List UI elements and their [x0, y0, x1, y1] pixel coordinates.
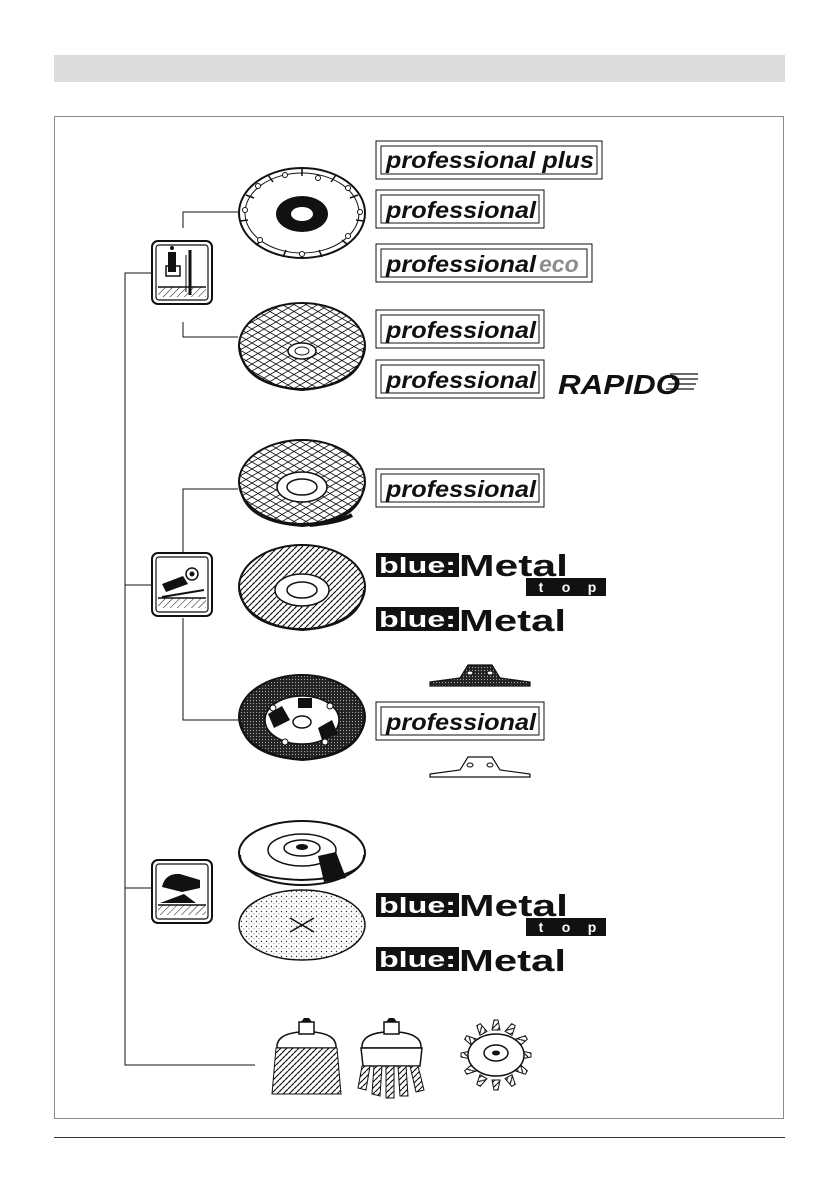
diamond-cutting-disc [238, 167, 366, 259]
backing-pad [238, 820, 366, 886]
connector-lines [124, 211, 255, 1066]
label-bluemetal-2: blue: Metal [376, 943, 566, 978]
label-professional-3: professional [375, 359, 545, 399]
wire-cup-brush-crimped [271, 1018, 342, 1095]
label-bluemetal-top-2: blue: Metal t o p [376, 888, 606, 936]
angle-grinder-icon [151, 552, 213, 617]
sanding-sheet [238, 889, 366, 961]
top-letter: t [539, 579, 544, 595]
metal-text: Metal [459, 603, 566, 638]
label-bluemetal-top-1: blue: Metal t o p [376, 548, 606, 596]
label-rapido: RAPIDO [558, 369, 698, 400]
top-letter: p [588, 579, 597, 595]
professional-plus-text: professional plus [385, 147, 594, 173]
disc-profile-bottom [429, 756, 531, 778]
professional-text: professional [385, 317, 537, 343]
footer-rule [54, 1137, 785, 1138]
wire-wheel-brush [460, 1019, 532, 1091]
professional-text: professional [385, 476, 537, 502]
header-band [54, 55, 785, 82]
wire-cup-brush-knotted [357, 1018, 425, 1099]
label-professional-eco: professional eco [375, 243, 593, 283]
top-letter: o [562, 579, 571, 595]
flap-disc [238, 544, 366, 632]
blue-text: blue: [379, 607, 456, 632]
label-professional-plus: professional plus [375, 140, 603, 180]
professional-text: professional [385, 197, 537, 223]
sander-icon [151, 859, 213, 924]
label-professional-2: professional [375, 309, 545, 349]
metal-text: Metal [459, 548, 568, 583]
top-letter: t [539, 919, 544, 935]
blue-text: blue: [379, 947, 456, 972]
label-professional-5: professional [375, 701, 545, 741]
top-letter: p [588, 919, 597, 935]
eco-text: eco [539, 251, 579, 277]
professional-text: professional [385, 251, 537, 277]
rapido-text: RAPIDO [558, 369, 680, 400]
perforated-disc [238, 674, 366, 762]
professional-text: professional [385, 709, 537, 735]
grinding-disc [238, 439, 366, 528]
abrasive-cutting-disc [238, 302, 366, 392]
metal-text: Metal [459, 943, 566, 978]
blue-text: blue: [379, 893, 456, 918]
metal-text: Metal [459, 888, 568, 923]
diagram-frame [54, 116, 784, 1119]
cutting-machine-icon [151, 240, 213, 305]
label-professional-1: professional [375, 189, 545, 229]
label-bluemetal-1: blue: Metal [376, 603, 566, 638]
label-professional-4: professional [375, 468, 545, 508]
top-letter: o [562, 919, 571, 935]
disc-profile-top [429, 664, 531, 687]
blue-text: blue: [379, 553, 456, 578]
professional-text: professional [385, 367, 537, 393]
